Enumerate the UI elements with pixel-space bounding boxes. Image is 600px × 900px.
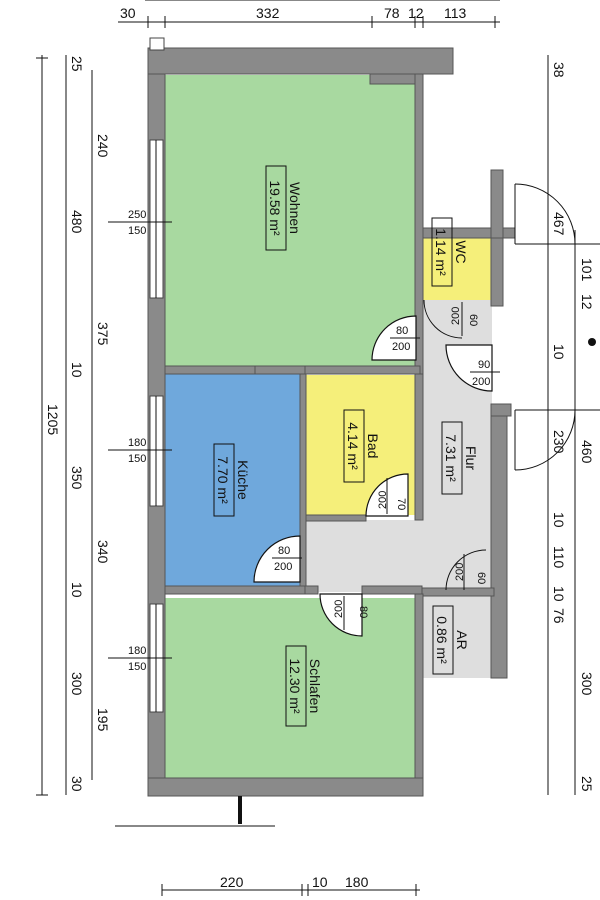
door-ar-h: 200 (454, 563, 466, 581)
dim-left-outer-0: 25 (69, 56, 85, 72)
dim-bottom-0: 220 (220, 874, 244, 890)
label-flur: Flur (463, 446, 479, 470)
door-wohnen-w: 80 (396, 325, 408, 337)
area-wc: 1.14 m² (433, 228, 449, 276)
area-schlafen: 12.30 m² (287, 658, 303, 714)
dim-left-inner-3: 195 (95, 708, 111, 732)
label-bad: Bad (365, 434, 381, 459)
dim-left-total: 1205 (45, 404, 61, 435)
door-entry-h: 200 (472, 376, 490, 388)
door-kueche-h: 200 (274, 561, 292, 573)
room-wohnen (165, 75, 415, 373)
window-2-width: 180 (128, 437, 146, 449)
window-3-width: 180 (128, 645, 146, 657)
area-kueche: 7.70 m² (215, 456, 231, 504)
area-ar: 0.86 m² (434, 616, 450, 664)
dim-right-3: 12 (579, 294, 595, 310)
dim-left-inner-2: 340 (95, 540, 111, 564)
door-entry-w: 90 (478, 359, 490, 371)
window-labels: 250 150 180 150 180 150 (108, 209, 172, 673)
dim-left-inner-1: 375 (95, 322, 111, 346)
door-wc-w: 60 (467, 314, 479, 326)
dim-right-5: 230 (551, 430, 567, 454)
room-labels: Wohnen 19.58 m² Küche 7.70 m² Bad 4.14 m… (213, 165, 479, 727)
door-bad-w: 70 (395, 498, 407, 510)
dim-right-12: 25 (579, 776, 595, 792)
dim-top-1: 332 (256, 5, 280, 21)
right-dimensions: 38 467 101 12 10 230 460 10 110 10 76 30… (547, 55, 596, 795)
dim-bottom-2: 180 (345, 874, 369, 890)
dim-right-0: 38 (551, 62, 567, 78)
window-2-height: 150 (128, 453, 146, 465)
dim-top-3: 12 (408, 5, 424, 21)
room-wc (423, 238, 491, 300)
dim-left-outer-6: 30 (69, 776, 85, 792)
door-schlafen-h: 200 (333, 600, 345, 618)
label-ar: AR (454, 630, 470, 649)
dim-left-outer-3: 350 (69, 466, 85, 490)
room-flur (305, 300, 492, 592)
dim-left-outer-4: 10 (69, 582, 85, 598)
dim-left-outer-2: 10 (69, 362, 85, 378)
label-wohnen: Wohnen (287, 182, 303, 234)
left-dimensions: 1205 25 480 10 350 10 300 30 240 375 340… (36, 55, 111, 796)
dim-right-6: 460 (579, 440, 595, 464)
label-kueche: Küche (235, 460, 251, 500)
label-schlafen: Schlafen (307, 659, 323, 713)
dim-right-1: 467 (551, 212, 567, 236)
room-ar (423, 596, 491, 678)
dim-right-2: 101 (579, 258, 595, 282)
area-bad: 4.14 m² (345, 422, 361, 470)
dim-right-7: 10 (551, 512, 567, 528)
window-1-height: 150 (128, 225, 146, 237)
dim-top-2: 78 (384, 5, 400, 21)
door-wohnen-h: 200 (392, 341, 410, 353)
dim-bottom-1: 10 (312, 874, 328, 890)
door-kueche-w: 80 (278, 545, 290, 557)
window-1-width: 250 (128, 209, 146, 221)
dim-right-4: 10 (551, 344, 567, 360)
bottom-dimensions: 220 10 180 (115, 825, 420, 896)
dim-right-10: 76 (551, 608, 567, 624)
window-3-height: 150 (128, 661, 146, 673)
dim-right-11: 300 (579, 672, 595, 696)
dim-top-0: 30 (120, 5, 136, 21)
room-schlafen (165, 598, 415, 778)
dim-left-outer-5: 300 (69, 672, 85, 696)
door-schlafen-w: 80 (357, 606, 369, 618)
doors: 80 200 90 200 70 200 60 200 80 200 80 (253, 183, 600, 637)
dim-left-inner-0: 240 (95, 134, 111, 158)
dim-top-4: 113 (444, 5, 467, 21)
dim-right-8: 110 (551, 546, 567, 569)
door-wc-h: 200 (450, 307, 462, 325)
dim-right-9: 10 (551, 586, 567, 602)
top-dimensions: 30 332 78 12 113 (118, 0, 500, 28)
label-wc: WC (453, 240, 469, 263)
door-ar-w: 60 (475, 572, 487, 584)
area-flur: 7.31 m² (443, 434, 459, 482)
door-bad-h: 200 (377, 491, 389, 509)
area-wohnen: 19.58 m² (267, 180, 283, 236)
dim-left-outer-1: 480 (69, 210, 85, 234)
